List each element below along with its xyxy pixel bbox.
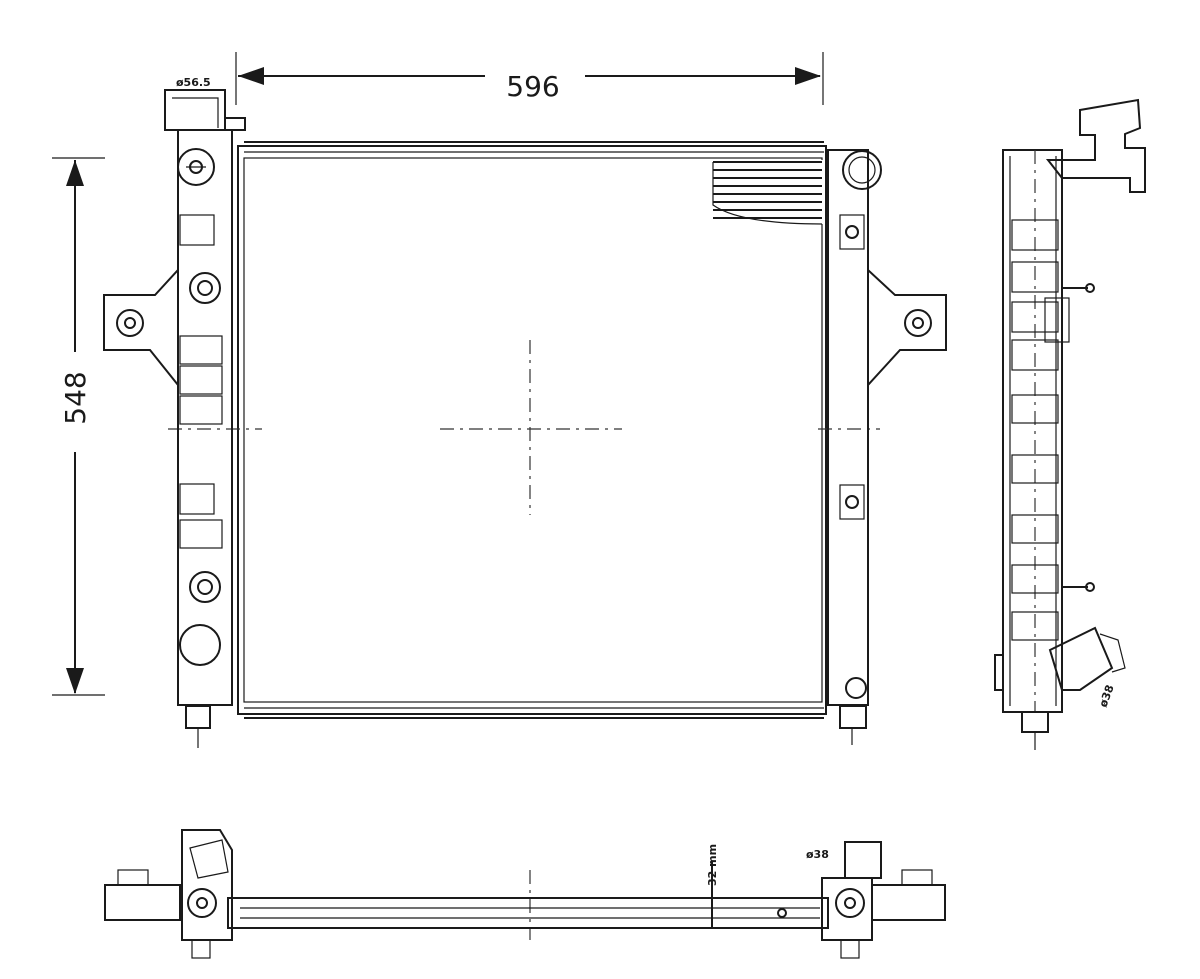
height-dimension: 548	[52, 157, 105, 696]
side-segments	[1011, 219, 1059, 641]
core-fins-hatch	[712, 160, 823, 225]
front-view: ø56.5	[103, 76, 947, 748]
width-dimension: 596	[235, 52, 824, 105]
height-label: 548	[59, 371, 92, 424]
core-thickness-label: 32 mm	[706, 844, 719, 886]
top-view: ø38 32 mm	[104, 829, 946, 959]
left-tank	[103, 89, 246, 748]
right-tank	[827, 149, 947, 745]
inlet-diameter-label: ø56.5	[176, 76, 211, 89]
side-outlet-label: ø38	[1097, 683, 1117, 709]
side-view: ø38	[994, 98, 1146, 750]
outlet-diameter-label: ø38	[806, 848, 829, 861]
width-label: 596	[506, 70, 559, 103]
